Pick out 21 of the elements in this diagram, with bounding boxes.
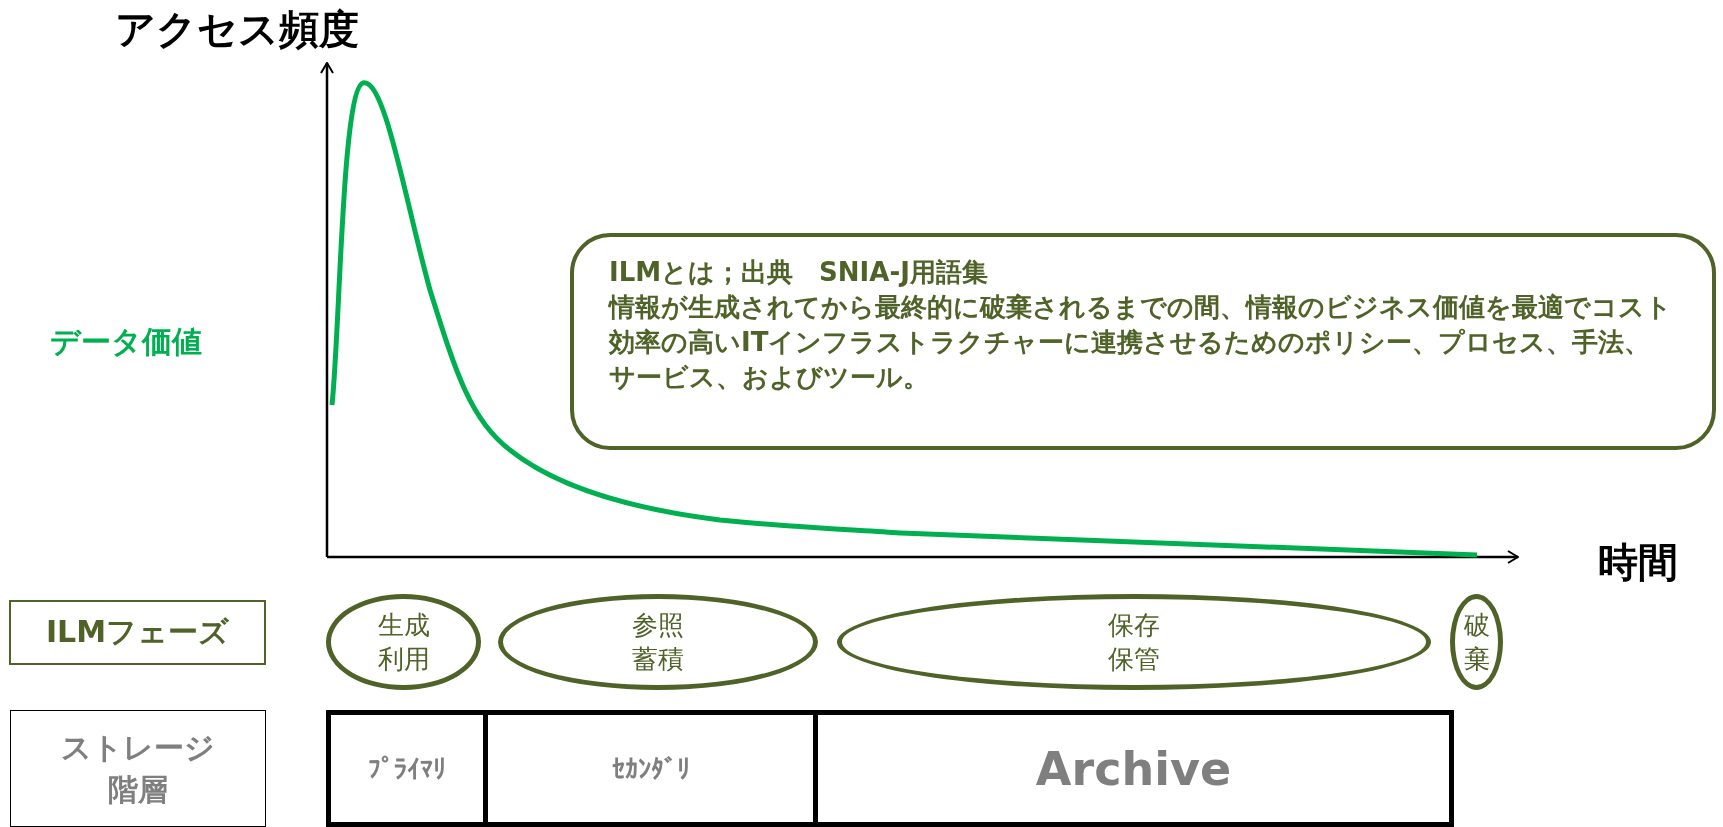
tier-name: ﾌﾟﾗｲﾏﾘ — [368, 753, 446, 784]
axis-title: 時間 — [1598, 538, 1678, 587]
label-box — [9, 600, 266, 665]
phase-heading: ILMフェーズ — [45, 613, 230, 651]
phase-ellipse — [837, 594, 1431, 690]
callout-heading: ILMとは；出典 SNIA-J用語集 — [609, 256, 989, 289]
phase-name: 生成利用 — [376, 609, 431, 676]
tier-name: ｾｶﾝﾀﾞﾘ — [611, 753, 690, 784]
tier-label-box — [10, 710, 266, 827]
tier-heading: ストレージ階層 — [60, 728, 216, 809]
phase-ellipse — [498, 594, 818, 690]
curve-label: データ価値 — [50, 323, 202, 361]
phase-name: 破棄 — [1462, 609, 1491, 676]
callout-body: 情報が生成されてから最終的に破棄されるまでの間、情報のビジネス価値を最適でコスト効率の高いITインフラストラクチャーに連携させるためのポリシー、プロセス、手法、サービス、およびツール。 — [609, 291, 1673, 394]
phase-ellipse — [326, 594, 481, 690]
definition-callout — [570, 233, 1716, 450]
axis-title: アクセス頻度 — [115, 5, 359, 54]
phase-name: 参照蓄積 — [631, 609, 685, 676]
phase-ellipse — [1450, 594, 1503, 690]
phase-name: 保存保管 — [1107, 609, 1161, 676]
tier-name: Archive — [1035, 741, 1232, 796]
